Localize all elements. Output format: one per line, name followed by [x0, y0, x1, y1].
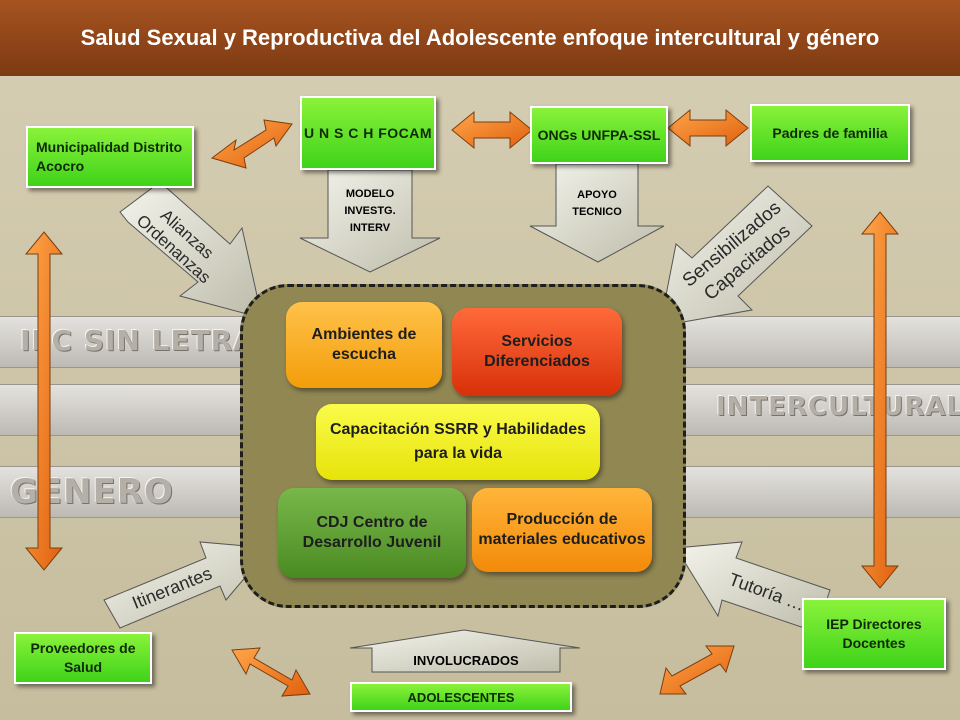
actor-padres: Padres de familia: [750, 104, 910, 162]
label-involucrados: INVOLUCRADOS: [413, 652, 519, 668]
band-label-interculturalidad: INTERCULTURALIDAD: [716, 392, 960, 422]
actor-iep: IEP Directores Docentes: [802, 598, 946, 670]
hub-cdj: CDJ Centro de Desarrollo Juvenil: [278, 488, 466, 578]
hub-capacitacion: Capacitación SSRR y Habilidades para la …: [316, 404, 600, 480]
double-arrow-adolescentes-iep: [659, 645, 735, 695]
arrow-sensibilizados: [659, 185, 813, 327]
double-arrow-proveedores-adolescentes: [231, 647, 311, 697]
page-title: Salud Sexual y Reproductiva del Adolesce…: [0, 0, 960, 76]
hub-ambientes: Ambientes de escucha: [286, 302, 442, 388]
double-arrow-left-vertical: [24, 231, 64, 571]
double-arrow-unsch-ongs: [451, 110, 533, 150]
actor-municipalidad: Municipalidad Distrito Acocro: [26, 126, 194, 188]
band-label-iec: IEC SIN LETRAS: [20, 324, 278, 357]
double-arrow-right-vertical: [860, 211, 900, 589]
up-arrow-involucrados: [349, 629, 581, 673]
actor-ongs: ONGs UNFPA-SSL: [530, 106, 668, 164]
band-label-genero: GENERO: [10, 472, 174, 512]
down-arrow-apoyo: [529, 163, 665, 263]
actor-proveedores: Proveedores de Salud: [14, 632, 152, 684]
hub-produccion: Producción de materiales educativos: [472, 488, 652, 572]
actor-adolescentes: ADOLESCENTES: [350, 682, 572, 712]
label-modelo: MODELO INVESTG. INTERV: [344, 187, 396, 234]
down-arrow-modelo: [299, 169, 441, 273]
double-arrow-ongs-padres: [667, 108, 749, 148]
hub-servicios: Servicios Diferenciados: [452, 308, 622, 396]
label-apoyo: APOYO TECNICO: [572, 189, 622, 218]
double-arrow-municipalidad-unsch: [210, 119, 293, 169]
actor-unsch: U N S C H FOCAM: [300, 96, 436, 170]
